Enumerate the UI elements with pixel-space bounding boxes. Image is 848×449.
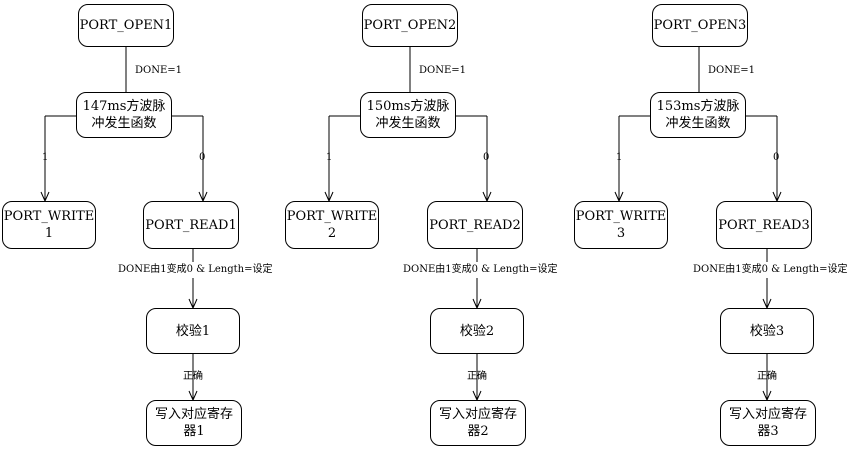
port-open-3-node: PORT_OPEN3 <box>652 4 748 47</box>
branch-one-label-2: 1 <box>326 152 333 163</box>
check-1-node: 校验1 <box>146 308 240 354</box>
branch-one-label-1: 1 <box>42 152 49 163</box>
wave-generator-3-node: 153ms方波脉 冲发生函数 <box>650 92 746 138</box>
port-read-2-node: PORT_READ2 <box>427 201 523 249</box>
port-write-3-node: PORT_WRITE 3 <box>574 201 668 249</box>
store-register-3-node: 写入对应寄存 器3 <box>720 400 816 446</box>
branch-zero-label-1: 0 <box>199 152 206 163</box>
wave-generator-1-node: 147ms方波脉 冲发生函数 <box>76 92 172 138</box>
wave-generator-2-node: 150ms方波脉 冲发生函数 <box>360 92 456 138</box>
port-open-1-node: PORT_OPEN1 <box>78 4 174 47</box>
done-label-1: DONE=1 <box>135 65 183 76</box>
store-register-2-node: 写入对应寄存 器2 <box>430 400 526 446</box>
branch-zero-label-3: 0 <box>773 152 780 163</box>
check-3-node: 校验3 <box>720 308 814 354</box>
branch-zero-label-2: 0 <box>483 152 490 163</box>
read-condition-label-1: DONE由1变成0 & Length=设定 <box>118 264 273 275</box>
done-label-3: DONE=1 <box>708 65 756 76</box>
read-condition-label-2: DONE由1变成0 & Length=设定 <box>403 264 558 275</box>
done-label-2: DONE=1 <box>419 65 467 76</box>
port-read-3-node: PORT_READ3 <box>716 201 812 249</box>
port-write-2-node: PORT_WRITE 2 <box>285 201 379 249</box>
branch-one-label-3: 1 <box>616 152 623 163</box>
port-read-1-node: PORT_READ1 <box>143 201 239 249</box>
ok-label-2: 正确 <box>467 371 487 382</box>
port-open-2-node: PORT_OPEN2 <box>362 4 458 47</box>
port-write-1-node: PORT_WRITE 1 <box>2 201 96 249</box>
ok-label-3: 正确 <box>757 371 777 382</box>
check-2-node: 校验2 <box>430 308 524 354</box>
read-condition-label-3: DONE由1变成0 & Length=设定 <box>693 264 848 275</box>
ok-label-1: 正确 <box>183 371 203 382</box>
store-register-1-node: 写入对应寄存 器1 <box>146 400 242 446</box>
